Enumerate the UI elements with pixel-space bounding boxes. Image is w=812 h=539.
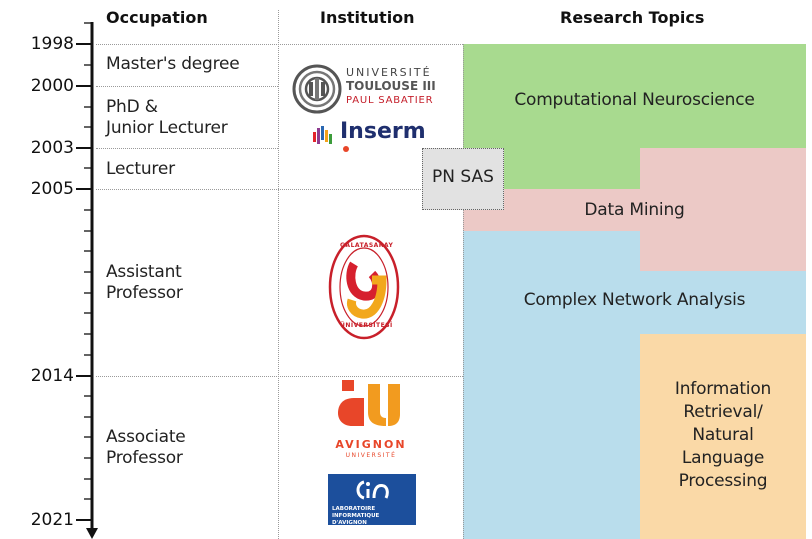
year-label-2000: 2000 — [30, 76, 74, 96]
year-label-2005: 2005 — [30, 179, 74, 199]
lia-line2: INFORMATIQUE D'AVIGNON — [332, 513, 380, 526]
occupation-line: Junior Lecturer — [106, 118, 228, 138]
ir-line: Natural — [692, 425, 754, 445]
information-retrieval-label: Information Retrieval/ Natural Language … — [640, 378, 806, 493]
data-mining-label: Data Mining — [584, 200, 685, 220]
institution-header: Institution — [320, 8, 415, 27]
inserm-logo-text: Inserm — [340, 119, 426, 144]
occupation-line: Master's degree — [106, 54, 240, 74]
complex-network-analysis-label: Complex Network Analysis — [523, 290, 746, 310]
toulouse-line2: TOULOUSE III — [346, 79, 436, 93]
occupation-line: Associate — [106, 427, 186, 447]
galatasaray-text-top: GALATASARAY — [340, 242, 394, 249]
galatasaray-text-bottom: ÜNİVERSİTESİ — [340, 322, 393, 329]
avignon-university-logo-mark — [338, 380, 400, 426]
ir-line: Information — [674, 379, 772, 399]
year-label-1998: 1998 — [30, 34, 74, 54]
toulouse-line1: UNIVERSITÉ — [346, 66, 432, 79]
inserm-logo-mark — [313, 126, 332, 144]
row-divider — [96, 86, 278, 87]
ir-line: Retrieval/ — [683, 402, 763, 422]
complex-network-analysis-region-right — [640, 271, 806, 334]
inserm-dot — [343, 146, 349, 152]
row-divider — [96, 148, 278, 149]
toulouse-line3: PAUL SABATIER — [346, 95, 434, 106]
complex-network-analysis-region — [463, 231, 640, 539]
year-label-2021: 2021 — [30, 510, 74, 530]
occupation-line: PhD & — [106, 97, 158, 117]
occupation-phd: PhD & Junior Lecturer — [106, 97, 228, 139]
ir-line: Processing — [678, 471, 768, 491]
information-retrieval-region — [640, 334, 806, 539]
lia-logo: LABORATOIRE INFORMATIQUE D'AVIGNON — [328, 474, 416, 527]
pn-sas-box: PN SAS — [422, 148, 504, 210]
avignon-line1: AVIGNON — [335, 438, 407, 451]
year-label-2014: 2014 — [30, 366, 74, 386]
research-topics-header: Research Topics — [560, 8, 705, 27]
column-divider — [463, 44, 464, 539]
occupation-line: Assistant — [106, 262, 182, 282]
toulouse-university-logo — [292, 64, 342, 114]
pn-sas-label: PN SAS — [432, 167, 494, 187]
year-label-2003: 2003 — [30, 138, 74, 158]
galatasaray-university-logo — [328, 234, 400, 340]
occupation-assistant-professor: Assistant Professor — [106, 262, 183, 304]
row-divider — [96, 44, 463, 45]
occupation-masters: Master's degree — [106, 54, 240, 75]
occupation-header: Occupation — [106, 8, 208, 27]
lia-line1: LABORATOIRE — [332, 506, 376, 512]
occupation-associate-professor: Associate Professor — [106, 427, 186, 469]
data-mining-region-extension — [640, 189, 806, 271]
timeline-axis — [76, 22, 98, 539]
row-divider — [96, 189, 463, 190]
occupation-lecturer: Lecturer — [106, 159, 175, 180]
avignon-line2: UNIVERSITÉ — [345, 452, 397, 459]
row-divider — [96, 376, 463, 377]
data-mining-region-notch — [640, 148, 806, 189]
ir-line: Language — [681, 448, 765, 468]
lia-logo-mark — [356, 480, 389, 500]
column-divider — [278, 10, 279, 539]
occupation-line: Lecturer — [106, 159, 175, 179]
computational-neuroscience-label: Computational Neuroscience — [514, 90, 755, 110]
occupation-line: Professor — [106, 283, 183, 303]
lia-text: LABORATOIRE INFORMATIQUE D'AVIGNON — [332, 506, 416, 527]
occupation-line: Professor — [106, 448, 183, 468]
